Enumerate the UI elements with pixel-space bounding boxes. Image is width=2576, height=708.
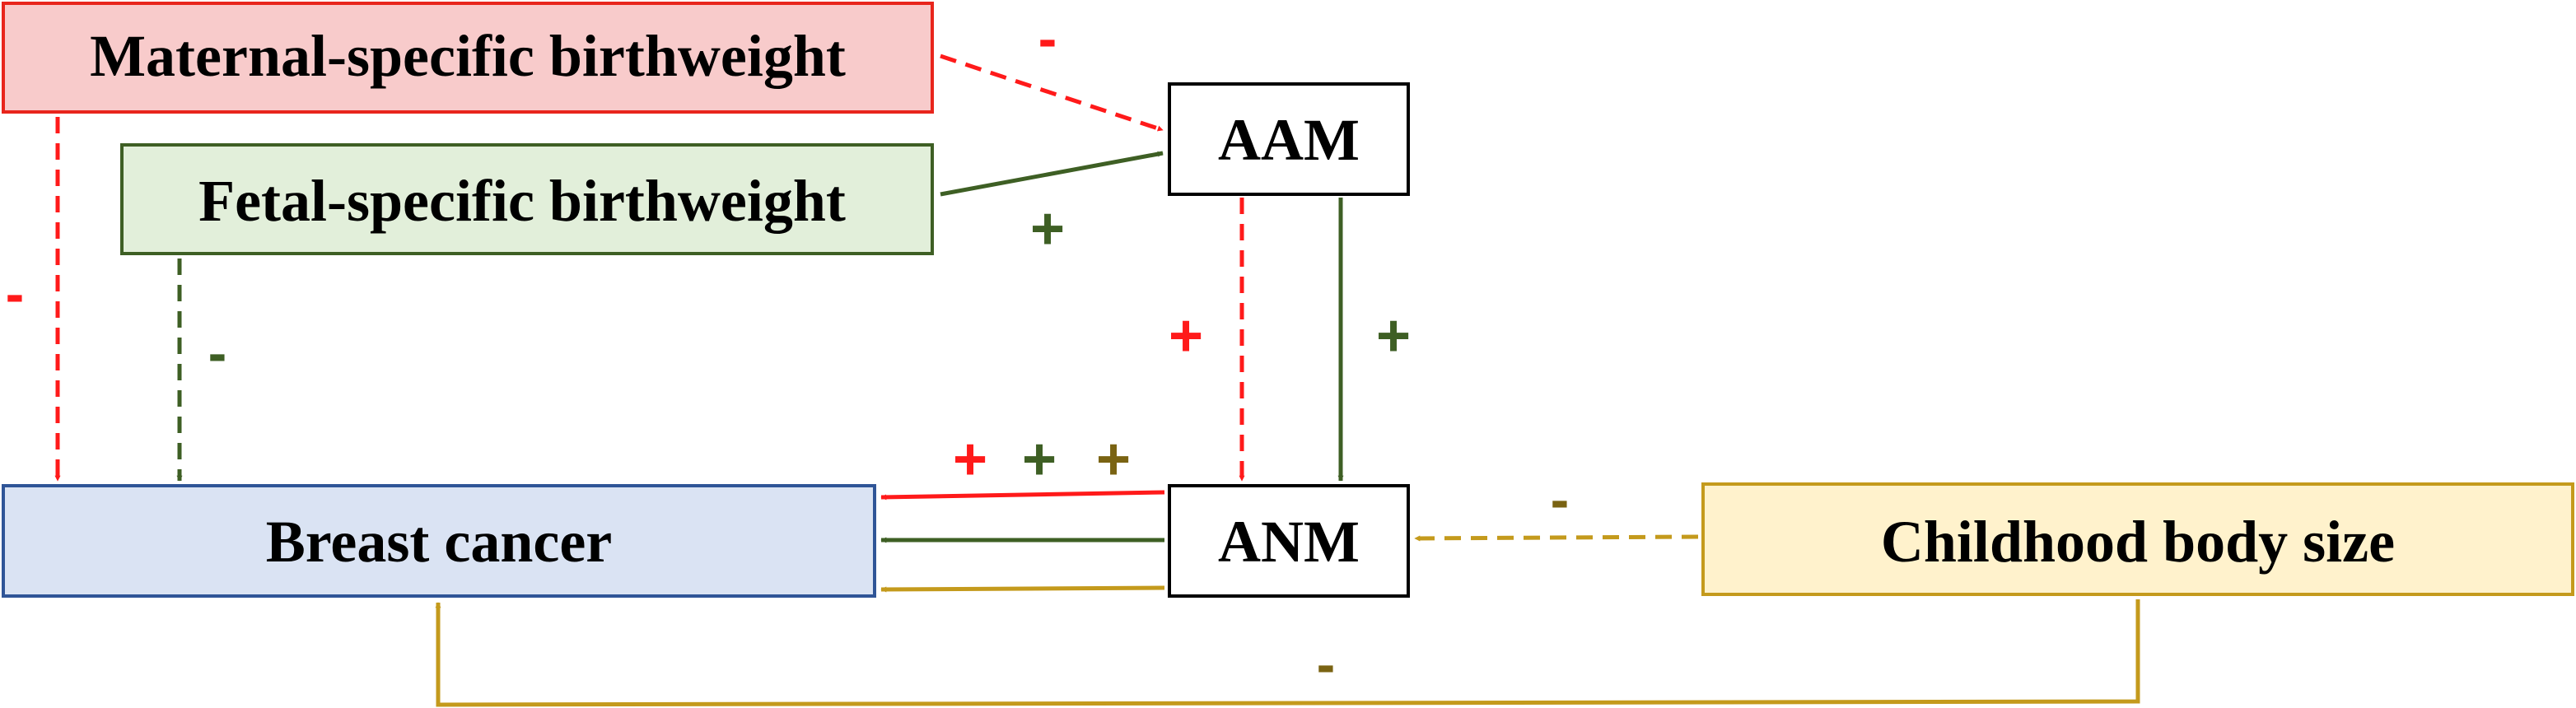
node-maternal-birthweight: Maternal-specific birthweight [2,2,934,114]
sign-fetal-to-aam: + [1030,196,1065,262]
sign-childhood-to-breast: - [1317,633,1336,696]
sign-maternal-to-aam: - [1038,7,1057,70]
node-maternal-label: Maternal-specific birthweight [90,23,846,89]
arrow-fetal-to-aam [940,151,1164,197]
sign-aam-to-anm-green: + [1376,303,1411,369]
sign-anm-to-breast-green: + [1022,426,1057,492]
arrow-childhood-to-anm [1414,534,1699,542]
node-aam: AAM [1168,82,1410,196]
sign-maternal-to-breast: - [6,263,25,325]
arrow-anm-to-breast-gold [880,585,1165,593]
node-childhood-label: Childhood body size [1881,509,2395,575]
node-aam-label: AAM [1218,107,1360,173]
arrow-childhood-to-breast [435,599,2140,707]
effect-signs: - - + - + + + + + - - [6,7,1570,696]
node-breast-label: Breast cancer [266,509,613,575]
sign-fetal-to-breast: - [208,322,227,384]
node-breast-cancer: Breast cancer [2,484,876,598]
edges [54,54,2140,707]
sign-anm-to-breast-red: + [953,426,987,492]
node-anm-label: ANM [1218,509,1360,575]
node-fetal-birthweight: Fetal-specific birthweight [120,143,934,255]
sign-aam-to-anm-red: + [1169,303,1203,369]
arrow-anm-to-breast-red [880,490,1165,501]
node-childhood-body-size: Childhood body size [1701,482,2574,596]
node-fetal-label: Fetal-specific birthweight [198,168,846,234]
sign-childhood-to-anm: - [1551,468,1570,531]
arrow-maternal-to-aam [940,54,1164,133]
sign-anm-to-breast-gold: + [1096,426,1131,492]
node-anm: ANM [1168,484,1410,598]
